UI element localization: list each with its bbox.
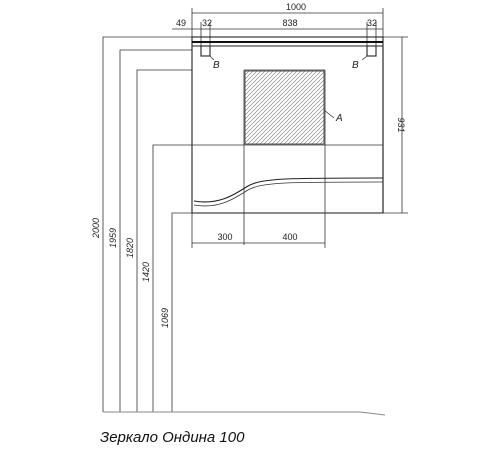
dim-bottom-left: 300 (217, 232, 232, 242)
bottom-dimensions: 300 400 (191, 213, 326, 248)
dim-level-1820: 1820 (125, 238, 135, 258)
callout-panel: A (335, 113, 343, 124)
level-lines (102, 36, 192, 412)
dim-level-1420: 1420 (141, 262, 151, 282)
dim-level-1959: 1959 (108, 228, 118, 248)
dim-overall-width: 1000 (286, 2, 306, 12)
fastener-right-bracket (366, 45, 377, 57)
callout-fastener-left: B (213, 60, 220, 71)
dim-height: 931 (396, 117, 406, 132)
floor-line (103, 411, 386, 416)
top-dimensions: 1000 49 32 838 32 (172, 2, 384, 50)
dim-right-gap: 32 (367, 18, 377, 28)
drawing-caption: Зеркало Ондина 100 (100, 429, 245, 446)
dim-left-gap: 32 (202, 18, 212, 28)
height-dimension: 931 (383, 36, 408, 214)
hatched-panel (244, 70, 325, 145)
vertical-dimensions: 2000 1959 1820 1420 1069 (91, 218, 170, 328)
dim-level-1069: 1069 (160, 308, 170, 328)
fastener-left-bracket (200, 45, 211, 57)
callouts: B B A (209, 55, 368, 124)
dim-inner-width: 838 (282, 18, 297, 28)
dim-bottom-right: 400 (282, 232, 297, 242)
dim-level-2000: 2000 (91, 218, 101, 239)
dim-left-offset: 49 (176, 18, 186, 28)
wave-shelf-edge (193, 181, 384, 207)
callout-fastener-right: B (352, 60, 359, 71)
wave-shelf (193, 177, 384, 203)
mirror-cabinet (191, 36, 384, 245)
